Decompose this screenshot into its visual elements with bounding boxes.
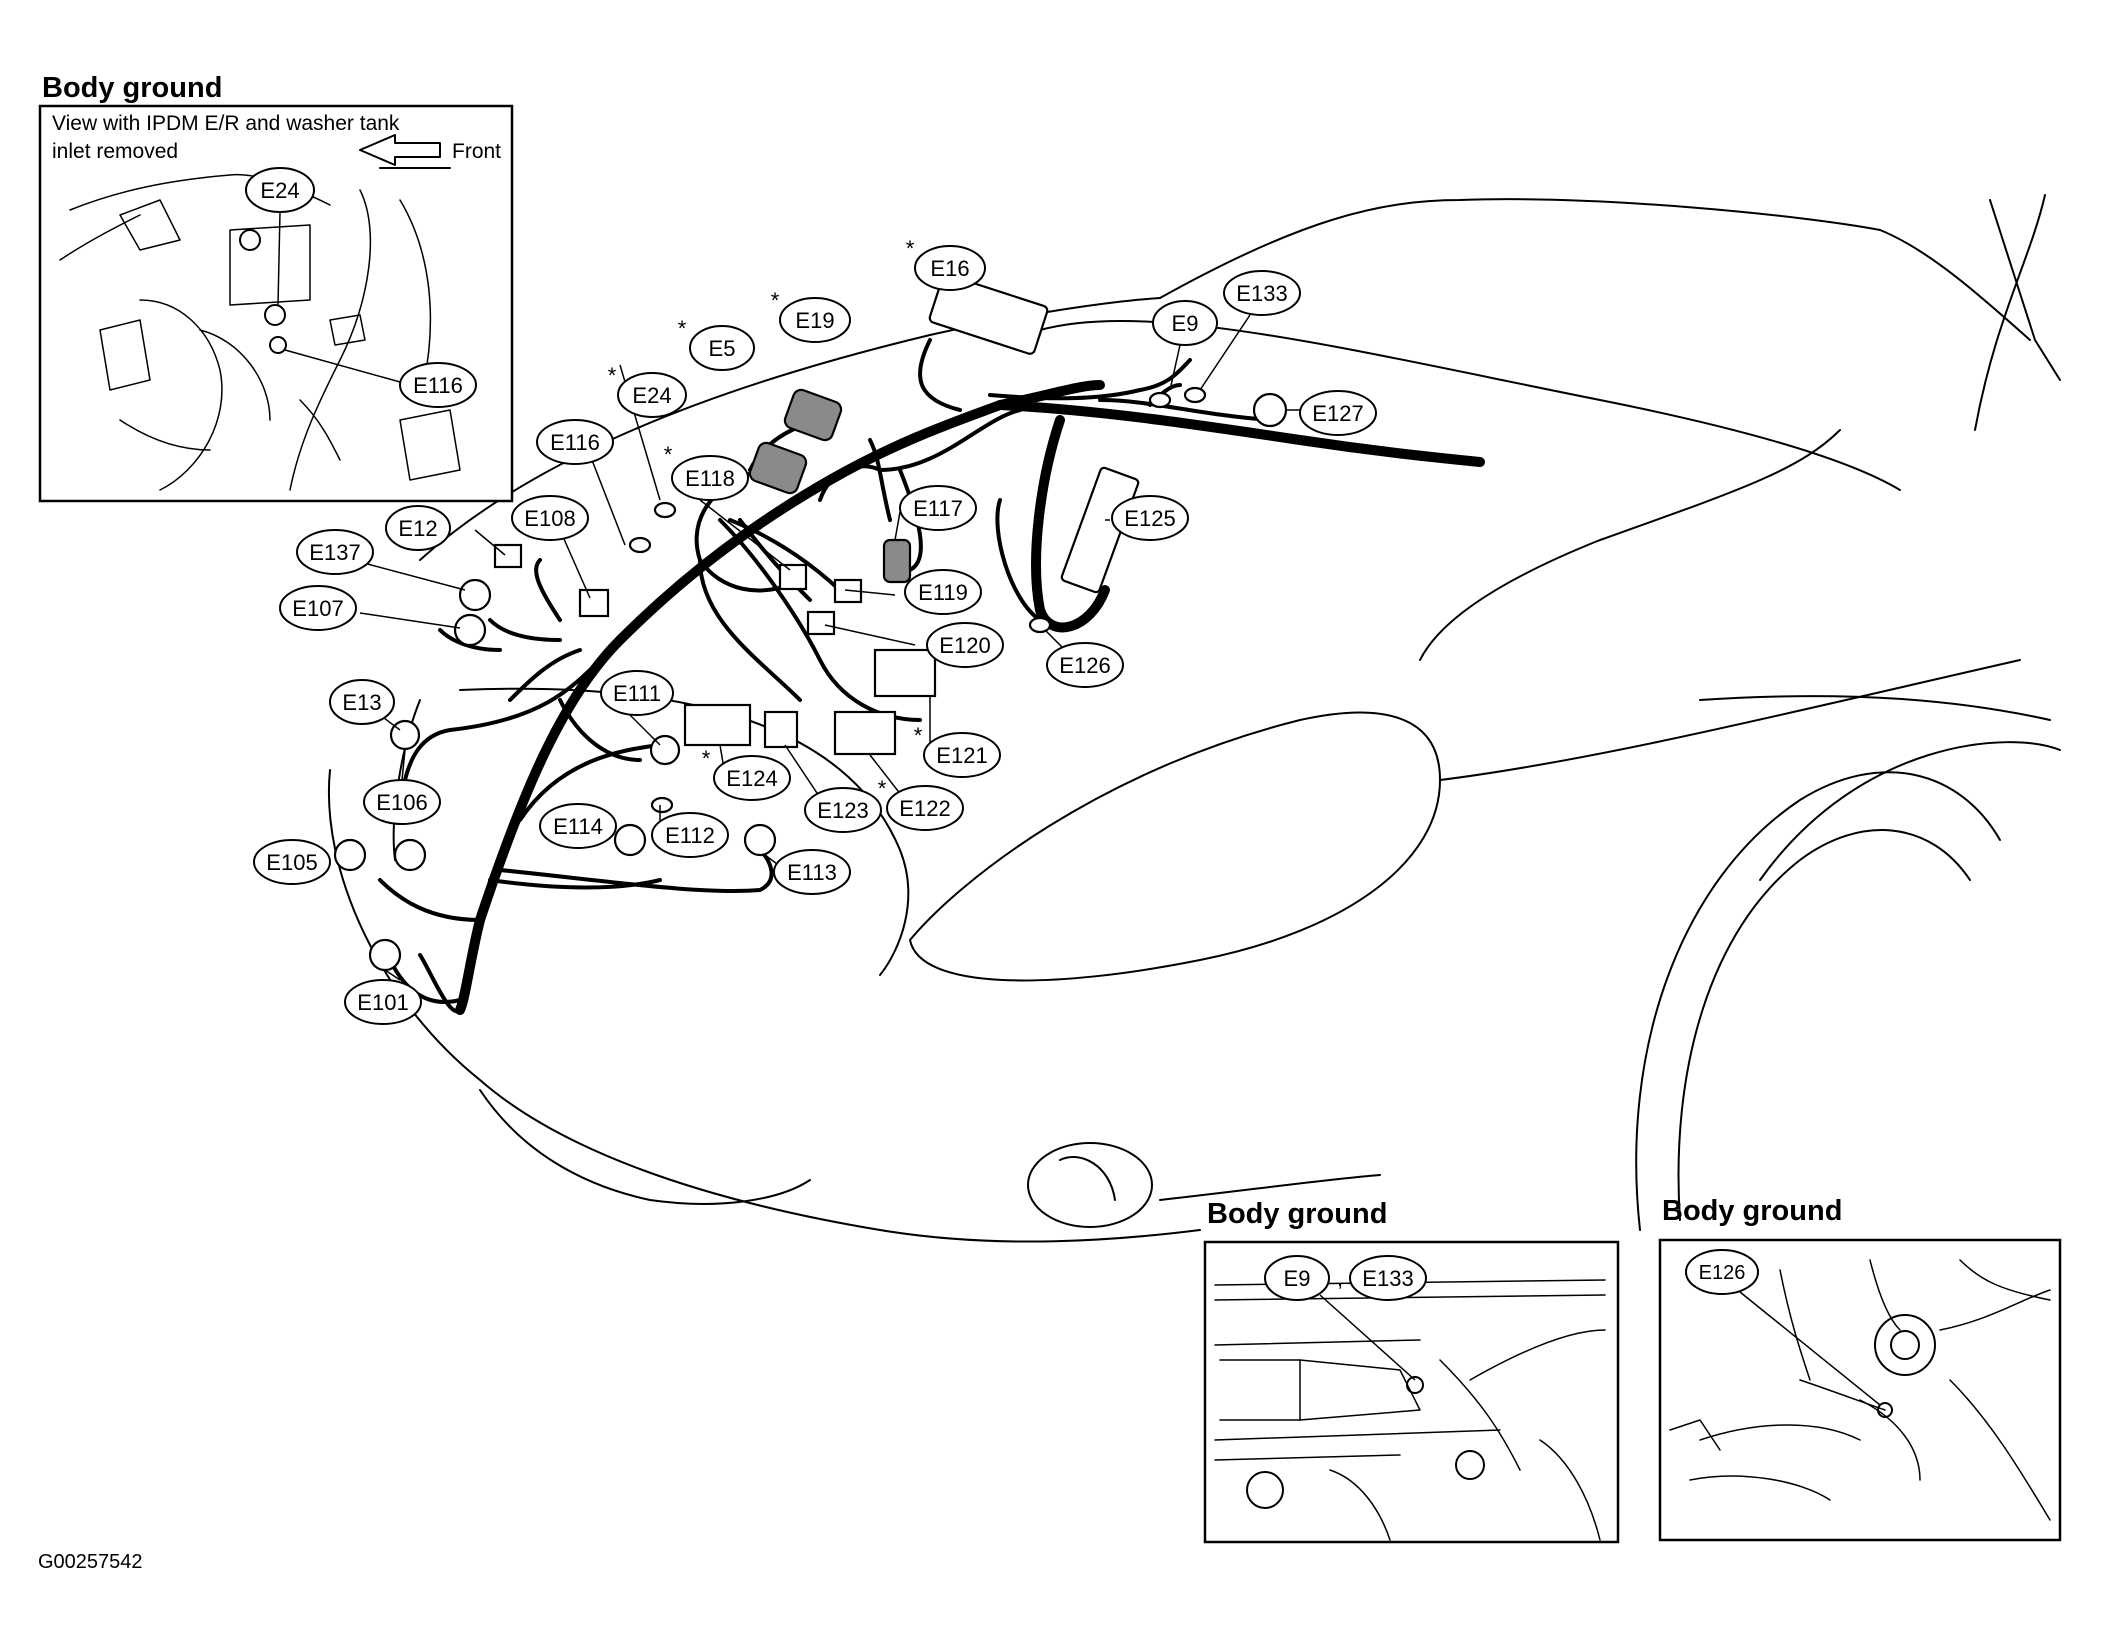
svg-text:E116: E116 bbox=[413, 373, 463, 398]
svg-text:*: * bbox=[878, 776, 887, 801]
callout-E19: E19 * bbox=[771, 288, 851, 343]
callout-E13: E13 bbox=[329, 679, 395, 725]
inset-title: Body ground bbox=[42, 72, 222, 104]
callout-E114: E114 bbox=[539, 803, 617, 849]
svg-text:*: * bbox=[906, 236, 915, 261]
svg-text:E119: E119 bbox=[918, 580, 968, 605]
svg-text:E126: E126 bbox=[1699, 1262, 1746, 1284]
svg-text:E114: E114 bbox=[553, 814, 603, 839]
inset-bottom-right: Body ground E126 bbox=[1658, 1195, 2062, 1542]
callout-E118: E118 * bbox=[664, 442, 749, 501]
inset-title: Body ground bbox=[1207, 1198, 1387, 1230]
svg-text:E112: E112 bbox=[665, 823, 715, 848]
svg-text:E19: E19 bbox=[795, 308, 834, 333]
callout-E5: E5 * bbox=[678, 316, 755, 371]
svg-text:E108: E108 bbox=[524, 506, 575, 531]
callout-E120: E120 bbox=[926, 622, 1004, 668]
svg-text:E137: E137 bbox=[309, 540, 360, 565]
inset-bottom-middle: Body ground E9 , E133 bbox=[1203, 1198, 1620, 1544]
callout-E117: E117 bbox=[899, 485, 977, 531]
callout-E125: E125 bbox=[1111, 495, 1189, 541]
connector-shapes bbox=[333, 273, 1288, 972]
callout-E113: E113 bbox=[773, 849, 851, 895]
svg-text:*: * bbox=[771, 288, 780, 313]
svg-text:E101: E101 bbox=[357, 990, 408, 1015]
svg-text:*: * bbox=[678, 316, 687, 341]
svg-text:E118: E118 bbox=[685, 466, 735, 491]
svg-text:E125: E125 bbox=[1124, 506, 1175, 531]
callout-E124: E124 * bbox=[702, 746, 791, 801]
svg-text:E133: E133 bbox=[1236, 281, 1287, 306]
front-arrow-icon bbox=[359, 134, 451, 169]
svg-text:E124: E124 bbox=[726, 766, 777, 791]
callout-E122: E122 * bbox=[878, 776, 964, 831]
svg-text:E107: E107 bbox=[292, 596, 343, 621]
callout-E123: E123 bbox=[804, 787, 882, 833]
svg-text:*: * bbox=[702, 746, 711, 771]
callout-E106: E106 bbox=[363, 779, 441, 825]
callout-E108: E108 bbox=[511, 495, 589, 541]
callout-E133: E133 bbox=[1199, 270, 1301, 391]
callout-E12: E12 bbox=[385, 505, 451, 551]
svg-text:E9: E9 bbox=[1172, 311, 1199, 336]
svg-text:E16: E16 bbox=[930, 256, 969, 281]
car-body-outline bbox=[328, 194, 2061, 1243]
svg-text:E5: E5 bbox=[709, 336, 736, 361]
svg-text:E105: E105 bbox=[266, 850, 317, 875]
svg-text:E127: E127 bbox=[1312, 401, 1363, 426]
svg-text:*: * bbox=[914, 723, 923, 748]
callout-E107: E107 bbox=[279, 585, 357, 631]
inset-note-line1: View with IPDM E/R and washer tank bbox=[52, 112, 400, 135]
svg-text:E113: E113 bbox=[787, 860, 837, 885]
front-label: Front bbox=[452, 140, 501, 163]
callout-E101: E101 bbox=[344, 979, 422, 1025]
callout-E119: E119 bbox=[904, 569, 982, 615]
callout-E24: E24 * bbox=[608, 363, 687, 418]
svg-text:,: , bbox=[1337, 1266, 1343, 1291]
callout-E9: E9 bbox=[1152, 300, 1218, 391]
svg-text:E12: E12 bbox=[398, 516, 437, 541]
svg-text:E133: E133 bbox=[1362, 1266, 1413, 1291]
callout-E112: E112 bbox=[651, 812, 729, 858]
svg-text:E117: E117 bbox=[913, 496, 963, 521]
callout-E127: E127 bbox=[1299, 390, 1377, 436]
svg-text:E122: E122 bbox=[899, 796, 950, 821]
inset-note-line2: inlet removed bbox=[52, 140, 178, 163]
main-harness bbox=[378, 338, 1485, 1015]
figure-code: G00257542 bbox=[38, 1551, 143, 1573]
svg-text:E24: E24 bbox=[632, 383, 671, 408]
svg-text:E24: E24 bbox=[260, 178, 299, 203]
callout-E121: E121 * bbox=[914, 723, 1001, 778]
svg-text:E123: E123 bbox=[817, 798, 868, 823]
svg-text:E126: E126 bbox=[1059, 653, 1110, 678]
inset-title: Body ground bbox=[1662, 1195, 1842, 1227]
svg-text:*: * bbox=[608, 363, 617, 388]
svg-text:E9: E9 bbox=[1284, 1266, 1311, 1291]
svg-text:E106: E106 bbox=[376, 790, 427, 815]
svg-text:E116: E116 bbox=[550, 430, 600, 455]
svg-text:E111: E111 bbox=[613, 681, 661, 706]
svg-text:E13: E13 bbox=[342, 690, 381, 715]
svg-text:E121: E121 bbox=[936, 743, 987, 768]
svg-text:E120: E120 bbox=[939, 633, 990, 658]
callout-E16: E16 * bbox=[906, 236, 986, 291]
svg-text:*: * bbox=[664, 442, 673, 467]
callout-E137: E137 bbox=[296, 529, 374, 575]
callout-E116: E116 bbox=[536, 419, 614, 465]
callout-E105: E105 bbox=[253, 839, 331, 885]
callout-E111: E111 bbox=[600, 670, 674, 716]
inset-top-left: Body ground View with IPDM E/R and washe… bbox=[38, 72, 514, 503]
callout-E126: E126 bbox=[1046, 642, 1124, 688]
